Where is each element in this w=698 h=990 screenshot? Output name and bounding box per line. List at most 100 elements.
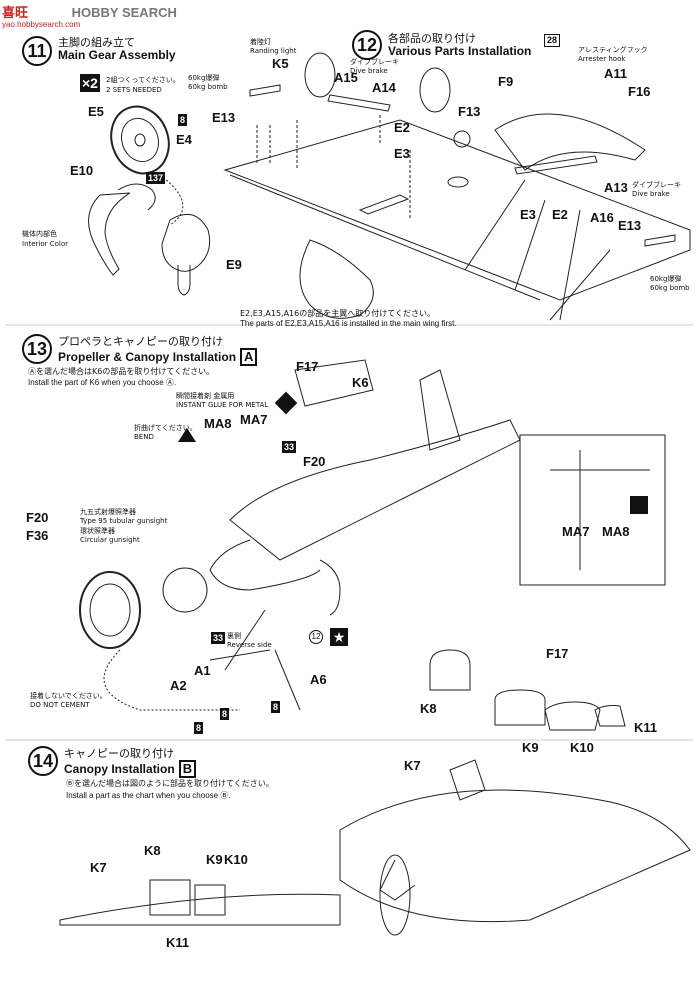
bend-icon: [178, 428, 196, 442]
part-a16: A16: [590, 210, 614, 225]
part-f36: F36: [26, 528, 49, 543]
step-11-title-en: Main Gear Assembly: [58, 48, 176, 62]
decal-tag-12: 12: [309, 630, 323, 644]
interior-color-en: Interior Color: [22, 240, 69, 248]
part-e10: E10: [70, 163, 94, 178]
part-f16: F16: [628, 84, 651, 99]
side-k7: K7: [90, 860, 107, 875]
part-k10: K10: [570, 740, 594, 755]
part-e13: E13: [212, 110, 236, 125]
side-k9: K9: [206, 852, 223, 867]
part-f17-b: F17: [546, 646, 569, 661]
landing-light-en: Randing light: [250, 47, 297, 55]
part-k8: K8: [420, 701, 437, 716]
bomb2-en: 60kg bomb: [650, 284, 690, 292]
bomb-jp: 60kg爆弾: [188, 74, 220, 82]
aircraft-drawing-step13: [79, 359, 666, 711]
watermark-url: yao.hobbysearch.com: [2, 20, 81, 29]
part-e3-b: E3: [520, 207, 536, 222]
step-13-title-jp: プロペラとキャノピーの取り付け: [58, 335, 223, 348]
gunsight2-jp: 環状照準器: [80, 527, 115, 535]
step-12-title-jp: 各部品の取り付け: [388, 32, 476, 45]
paint-tag-28: 28: [544, 34, 561, 47]
interior-color-jp: 機体内部色: [22, 230, 57, 238]
side-k11: K11: [166, 935, 190, 950]
quantity-en: 2 SETS NEEDED: [106, 86, 162, 94]
step-13-instruction-en: Install the part of K6 when you choose Ⓐ…: [28, 378, 177, 387]
bomb-en: 60kg bomb: [188, 83, 228, 91]
reverse-side-jp: 裏側: [227, 632, 241, 640]
arrester-hook-en: Arrester hook: [578, 55, 626, 63]
part-e2-b: E2: [552, 207, 568, 222]
part-f20: F20: [303, 454, 326, 469]
gunsight1-jp: 九五式射爆照準器: [80, 508, 136, 516]
choice-a-badge: A: [240, 348, 258, 366]
side-k10: K10: [224, 852, 248, 867]
step-11-title-jp: 主脚の組み立て: [58, 36, 135, 49]
part-a1: A1: [194, 663, 211, 678]
part-k9: K9: [522, 740, 539, 755]
part-a15: A15: [334, 70, 358, 85]
part-k5: K5: [272, 56, 289, 71]
arrester-hook-jp: アレスティングフック: [578, 46, 648, 54]
step-12-note-jp: E2,E3,A15,A16の部品を主翼へ取り付けてください。: [240, 309, 435, 318]
part-a13: A13: [604, 180, 628, 195]
detail-marker-icon: [630, 496, 648, 514]
step-11-number: 11: [22, 36, 52, 66]
paint-tag-33: 33: [282, 441, 297, 453]
bomb2-jp: 60kg爆弾: [650, 275, 682, 283]
part-a6: A6: [310, 672, 327, 687]
part-f20-b: F20: [26, 510, 49, 525]
part-k7: K7: [404, 758, 421, 773]
step-14-instruction-en: Install a part as the chart when you cho…: [66, 791, 231, 800]
step-14-number: 14: [28, 746, 58, 776]
reverse-side-en: Reverse side: [227, 641, 272, 649]
canopy-drawing-step14: [59, 649, 691, 936]
part-k6: K6: [352, 375, 369, 390]
glue-note-jp: 瞬間接着剤 金属用: [176, 392, 235, 400]
part-ma7: MA7: [240, 412, 268, 427]
part-k11: K11: [634, 720, 658, 735]
bend-note-en: BEND: [134, 433, 154, 441]
part-f13: F13: [458, 104, 481, 119]
wing-drawing: [223, 52, 691, 321]
star-icon: ★: [330, 628, 348, 646]
gunsight1-en: Type 95 tubular gunsight: [80, 517, 168, 525]
part-ma8-detail: MA8: [602, 524, 630, 539]
dive-brake2-en: Dive brake: [632, 190, 670, 198]
part-e5: E5: [88, 104, 104, 119]
paint-tag-8: 8: [178, 114, 188, 126]
gunsight2-en: Circular gunsight: [80, 536, 140, 544]
main-gear-drawing: [88, 105, 211, 296]
step-12-note-en: The parts of E2,E3,A15,A16 is installed …: [240, 319, 457, 328]
part-e4: E4: [176, 132, 192, 147]
step-14-instruction-jp: Ⓑを選んだ場合は図のように部品を取り付けてください。: [66, 779, 274, 788]
part-a11: A11: [604, 66, 628, 81]
paint-tag-137: 137: [146, 172, 166, 184]
dive-brake2-jp: ダイブブレーキ: [632, 181, 681, 189]
no-cement-en: DO NOT CEMENT: [30, 701, 90, 709]
side-k8: K8: [144, 843, 161, 858]
quantity-jp: 2組つくってください。: [106, 76, 180, 84]
watermark-brand: 喜旺 HOBBY SEARCH: [2, 5, 177, 20]
landing-light-jp: 着陸灯: [250, 38, 271, 46]
glue-note-en: INSTANT GLUE FOR METAL: [176, 401, 269, 409]
paint-tag-8-b: 8: [194, 722, 204, 734]
step-12-number: 12: [352, 30, 382, 60]
dive-brake-jp: ダイブブレーキ: [350, 58, 399, 66]
paint-tag-33-b: 33: [211, 632, 226, 644]
part-e3: E3: [394, 146, 410, 161]
paint-tag-8-a: 8: [220, 708, 230, 720]
part-a14: A14: [372, 80, 396, 95]
part-e13-b: E13: [618, 218, 642, 233]
part-f17: F17: [296, 359, 319, 374]
part-ma7-detail: MA7: [562, 524, 590, 539]
dive-brake-en: Dive brake: [350, 67, 388, 75]
part-e9: E9: [226, 257, 242, 272]
step-14-title-jp: キャノピーの取り付け: [64, 747, 174, 760]
bend-note-jp: 折曲げてください。: [134, 424, 197, 432]
part-f9: F9: [498, 74, 514, 89]
